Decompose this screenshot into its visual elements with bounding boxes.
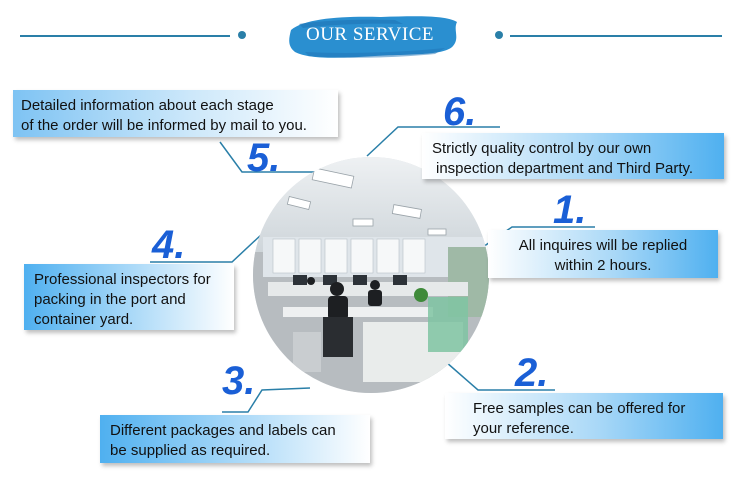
step-4-line-1: Professional inspectors for [34,271,211,288]
office-photo [253,157,489,393]
header-dot-right [495,31,503,39]
office-photo-icon [253,157,489,393]
step-6-line-1: Strictly quality control by our own [432,140,652,157]
section-title: OUR SERVICE [305,24,435,45]
step-2-line-1: Free samples can be offered for [473,400,686,417]
step-box-4: Professional inspectors for packing in t… [24,264,234,330]
step-4-line-2: packing in the port and [34,291,186,308]
step-number-3: 3. [222,359,256,403]
step-number-6: 6. [443,90,477,134]
step-2-line-2: your reference. [473,420,574,437]
step-box-2: Free samples can be offered for your ref… [445,393,723,439]
step-1-line-1: All inquires will be replied [518,237,688,254]
header-line-left [20,35,230,37]
step-1-line-2: within 2 hours. [554,257,652,274]
step-number-4: 4. [152,223,186,267]
step-box-3: Different packages and labels can be sup… [100,415,370,463]
step-box-6: Strictly quality control by our own insp… [422,133,724,179]
step-box-1: All inquires will be replied within 2 ho… [488,230,718,278]
step-5-line-2: of the order will be informed by mail to… [21,117,307,134]
step-6-line-2: inspection department and Third Party. [436,160,694,177]
step-number-1: 1. [553,188,587,232]
step-number-5: 5. [247,136,281,180]
step-5-line-1: Detailed information about each stage [21,97,274,114]
header-line-right [510,35,722,37]
header-dot-left [238,31,246,39]
step-4-line-3: container yard. [34,311,134,328]
step-3-line-2: be supplied as required. [110,442,271,459]
step-3-line-1: Different packages and labels can [110,422,336,439]
step-box-5: Detailed information about each stage of… [13,90,338,137]
step-number-2: 2. [515,351,549,395]
brush-banner [289,16,457,58]
